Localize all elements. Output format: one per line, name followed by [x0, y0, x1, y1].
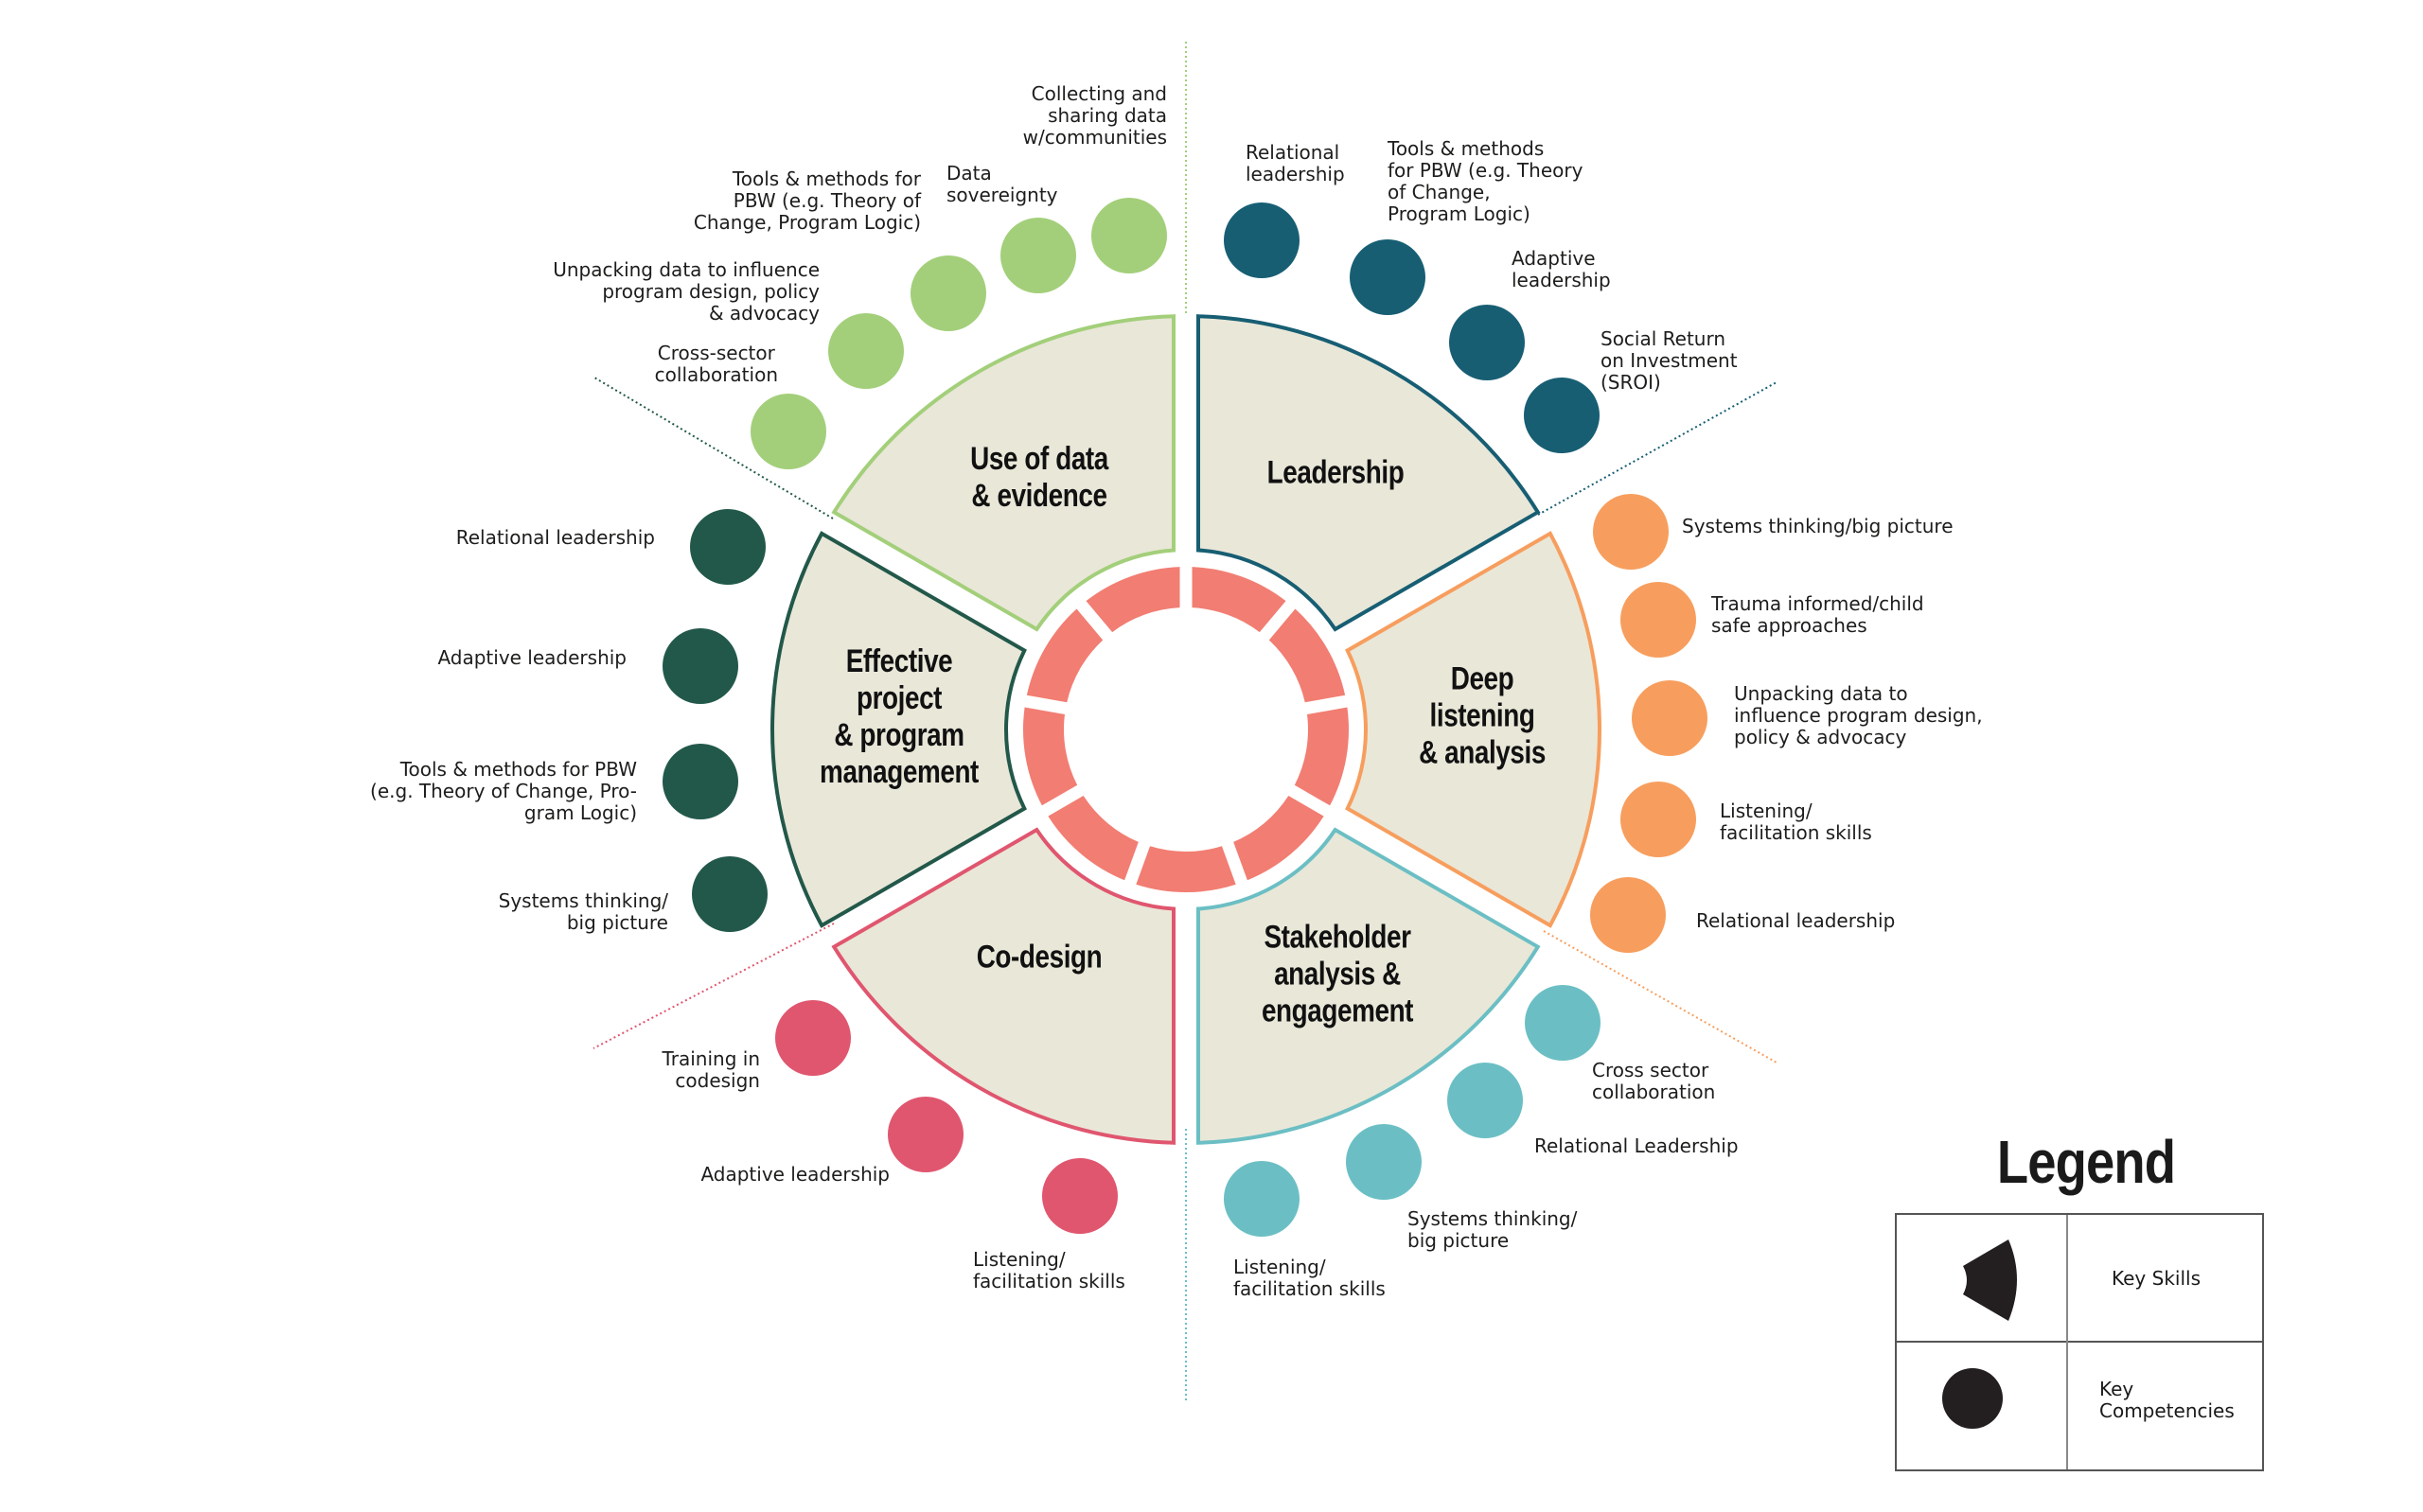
sector-title-use-of-data: Use of data & evidence [970, 441, 1108, 514]
ring-segment [1136, 846, 1236, 893]
competency-dot-stakeholder [1346, 1124, 1422, 1200]
competency-label: Unpacking data to influence program desi… [1734, 682, 1983, 748]
legend-table: Key Skills Key Competencies [1895, 1213, 2264, 1471]
competency-dot-co-design [888, 1097, 964, 1172]
competency-label: Listening/ facilitation skills [1233, 1256, 1386, 1300]
competency-label: Data sovereignty [946, 162, 1058, 206]
competency-label: Collecting and sharing data w/communitie… [1022, 82, 1167, 149]
sector-title-co-design: Co-design [976, 939, 1103, 976]
sector-use-of-data [831, 314, 1176, 632]
competency-label: Cross-sector collaboration [654, 342, 778, 386]
legend-row-key-skills: Key Skills [1897, 1215, 2262, 1343]
sector-deep-listening [1345, 531, 1601, 928]
competency-label: Unpacking data to influence program desi… [553, 258, 820, 325]
competency-dot-leadership [1224, 202, 1300, 278]
sector-stakeholder [1196, 827, 1541, 1145]
competency-label: Cross sector collaboration [1592, 1059, 1716, 1103]
ring-segment [1026, 608, 1104, 703]
competency-dot-use-of-data [911, 255, 986, 331]
competency-dot-stakeholder [1525, 985, 1601, 1061]
ring-segment [1294, 707, 1350, 806]
competency-dot-effective-project [692, 856, 768, 932]
competency-dot-co-design [775, 1000, 851, 1076]
competency-dot-deep-listening [1620, 582, 1696, 658]
ring-segment [1086, 567, 1180, 633]
competency-dot-use-of-data [751, 394, 826, 469]
ring-segment [1268, 608, 1346, 703]
sector-title-stakeholder: Stakeholder analysis & engagement [1261, 919, 1414, 1029]
competency-dot-stakeholder [1224, 1161, 1300, 1237]
competency-dot-effective-project [663, 628, 738, 704]
competency-label: Listening/ facilitation skills [973, 1248, 1125, 1292]
sector-effective-project [770, 531, 1027, 928]
competency-label: Adaptive leadership [1512, 247, 1611, 291]
competency-label: Tools & methods for PBW (e.g. Theory of … [693, 167, 921, 234]
sector-shape-icon [1963, 1239, 2017, 1321]
circle-icon [1942, 1367, 2003, 1429]
competency-label: Trauma informed/child safe approaches [1711, 592, 1924, 637]
competency-dot-use-of-data [1091, 198, 1167, 273]
competency-label: Adaptive leadership [700, 1163, 890, 1186]
divider-line [1543, 930, 1777, 1064]
competency-label: Listening/ facilitation skills [1720, 800, 1872, 844]
competency-label: Tools & methods for PBW (e.g. Theory of … [370, 758, 637, 824]
competency-label: Relational leadership [455, 526, 655, 549]
ring-segment [1233, 796, 1324, 881]
competency-label: Adaptive leadership [437, 646, 627, 669]
competency-dot-deep-listening [1620, 782, 1696, 857]
competency-dot-stakeholder [1447, 1063, 1523, 1138]
competency-dot-deep-listening [1593, 494, 1669, 570]
competency-label: Systems thinking/ big picture [498, 889, 668, 934]
competency-dot-leadership [1449, 305, 1525, 380]
sector-co-design [831, 827, 1176, 1145]
competency-dot-deep-listening [1632, 680, 1707, 756]
competency-label: Relational leadership [1696, 909, 1896, 932]
competency-label: Systems thinking/big picture [1682, 515, 1954, 537]
competency-dot-effective-project [663, 744, 738, 819]
sector-dividers [592, 42, 1777, 1400]
legend-label-key-competencies: Key Competencies [2099, 1377, 2235, 1422]
competency-label: Systems thinking/ big picture [1407, 1207, 1578, 1252]
competency-dot-effective-project [690, 509, 766, 585]
ring-segment [1192, 567, 1286, 633]
competency-label: Relational leadership [1246, 141, 1345, 185]
competency-dots [663, 198, 1707, 1237]
ring-segment [1023, 707, 1078, 806]
legend-title: Legend [1996, 1128, 2176, 1196]
competency-dot-deep-listening [1590, 877, 1666, 953]
sector-title-deep-listening: Deep listening & analysis [1419, 660, 1546, 771]
divider-line [593, 377, 834, 519]
legend-row-key-competencies: Key Competencies [1897, 1343, 2262, 1470]
competency-label: Training in codesign [662, 1047, 760, 1092]
sector-title-effective-project: Effective project & program management [820, 643, 979, 790]
ring-segment [1048, 796, 1139, 881]
competency-dot-use-of-data [828, 313, 904, 389]
center-ring [1023, 567, 1350, 893]
competency-label: Social Return on Investment (SROI) [1601, 327, 1738, 394]
divider-line [1537, 381, 1777, 516]
competency-label: Tools & methods for PBW (e.g. Theory of … [1388, 137, 1583, 225]
competency-dot-leadership [1524, 378, 1600, 453]
competency-dot-co-design [1042, 1158, 1118, 1234]
competency-dot-leadership [1350, 239, 1425, 315]
sector-title-leadership: Leadership [1266, 454, 1405, 491]
sector-shapes [770, 314, 1601, 1145]
legend-divider [2066, 1215, 2068, 1469]
legend-label-key-skills: Key Skills [2112, 1267, 2201, 1290]
competency-dot-use-of-data [1000, 218, 1076, 293]
sector-leadership [1196, 314, 1541, 632]
competency-label: Relational Leadership [1534, 1134, 1739, 1157]
